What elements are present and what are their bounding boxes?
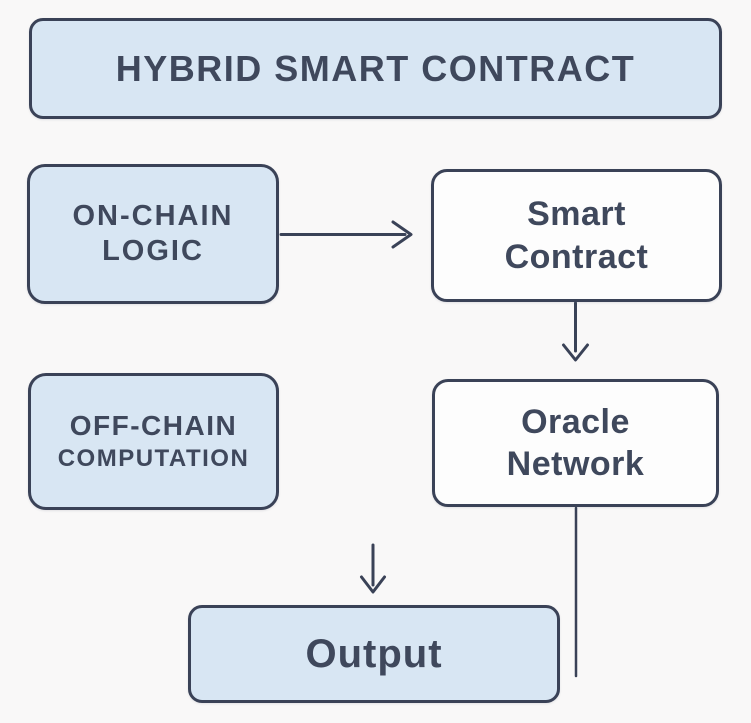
diagram-title: HYBRID SMART CONTRACT [115,47,636,89]
node-on-chain-logic-line2: LOGIC [102,235,204,267]
node-oracle-network: Oracle Network [432,379,719,507]
node-off-chain-computation: OFF-CHAIN COMPUTATION [28,373,279,510]
node-output-label: Output [305,631,443,676]
arrow-smartcontract-to-oraclenetwork [562,301,589,362]
node-off-chain-computation-line1: OFF-CHAIN [69,410,238,442]
node-oracle-network-line2: Network [506,445,645,483]
node-hybrid-smart-contract: HYBRID SMART CONTRACT [29,18,722,119]
node-oracle-network-line1: Oracle [521,402,630,441]
arrow-into-output [360,543,386,594]
arrow-onchain-to-smartcontract [279,220,413,249]
node-smart-contract-line2: Contract [504,237,649,276]
node-output: Output [188,605,560,703]
node-off-chain-computation-line2: COMPUTATION [57,445,250,473]
node-smart-contract-line1: Smart [527,195,626,233]
node-on-chain-logic-line1: ON-CHAIN [72,199,234,232]
node-on-chain-logic: ON-CHAIN LOGIC [27,164,279,304]
node-smart-contract: Smart Contract [431,169,722,302]
